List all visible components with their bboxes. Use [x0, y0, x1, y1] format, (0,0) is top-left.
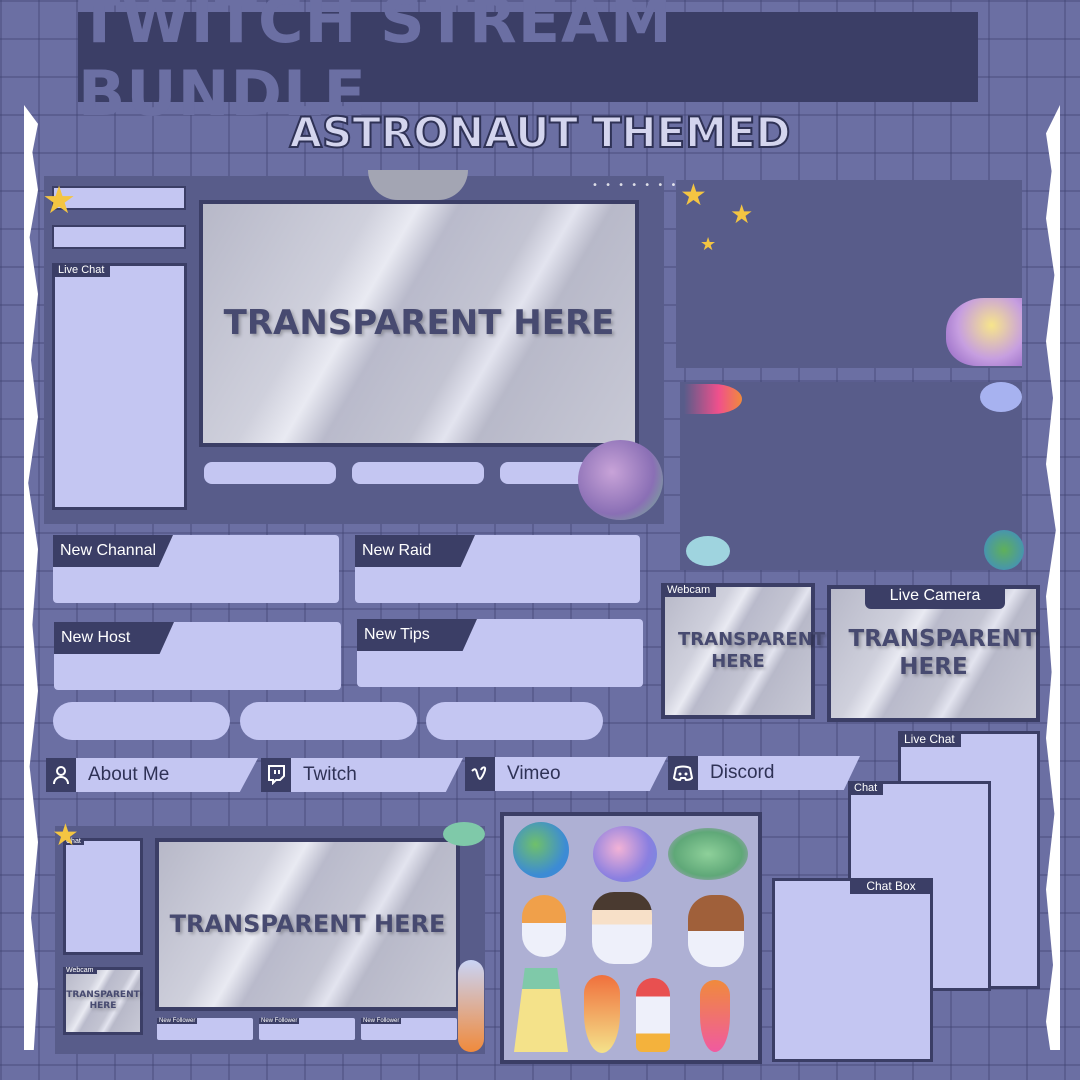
page-subtitle: ASTRONAUT THEMED — [288, 107, 791, 158]
alert-new-channal: New Channal — [53, 535, 339, 603]
webcam-small-label: Webcam — [661, 583, 717, 597]
mini-follower-label-1: New Follower — [157, 1018, 198, 1024]
stars-icon: ★ — [730, 200, 754, 230]
main-info-bar-2 — [352, 462, 484, 484]
ringed-planet-sticker — [578, 440, 663, 520]
torn-edge-right — [1046, 105, 1060, 1050]
main-info-bar-1 — [204, 462, 336, 484]
main-live-chat-box — [52, 263, 187, 510]
round-bar-2 — [240, 702, 417, 740]
meteor-sticker — [584, 975, 620, 1053]
mini-webcam-label: Webcam — [63, 967, 97, 974]
earth-sticker — [513, 822, 569, 878]
mini-chat-box — [63, 838, 143, 955]
earth-sticker — [984, 530, 1024, 570]
comet-sticker — [684, 384, 742, 414]
alert-new-raid: New Raid — [355, 535, 640, 603]
top-bar-2 — [52, 225, 186, 249]
webcam-live-camera: TRANSPARENT HERE — [827, 585, 1040, 722]
chat-box-panel — [772, 878, 933, 1062]
star-icon: ★ — [42, 178, 77, 222]
mini-screen: TRANSPARENT HERE — [155, 838, 460, 1011]
mini-webcam: TRANSPARENT HERE — [63, 967, 143, 1035]
alert-new-host: New Host — [54, 622, 341, 690]
brb-screen — [680, 382, 1022, 570]
torn-edge-left — [24, 105, 38, 1050]
page-title: TWITCH STREAM BUNDLE — [78, 0, 673, 130]
stars-icon: ★ — [700, 234, 717, 255]
chat-panel-label: Chat — [848, 781, 884, 795]
mini-follower-label-2: New Follower — [259, 1018, 300, 1024]
round-bar-3 — [426, 702, 603, 740]
ufo-beam-sticker — [514, 968, 568, 1052]
twitch-icon — [261, 758, 291, 792]
social-about-me: About Me — [46, 758, 258, 792]
vimeo-icon — [465, 757, 495, 791]
planet-sticker — [593, 826, 657, 882]
dots-decoration: • • • • • • • — [592, 180, 679, 191]
main-live-chat-label: Live Chat — [52, 263, 111, 277]
comet-sticker — [700, 980, 730, 1052]
webcam-small: TRANSPARENT HERE — [661, 583, 825, 719]
rocket-sticker — [636, 978, 670, 1052]
round-bar-1 — [53, 702, 230, 740]
mini-chat-label: Chat — [63, 838, 84, 845]
dog-astronaut-sticker — [688, 895, 744, 967]
ringed-planet-sticker — [668, 828, 748, 880]
live-camera-label: Live Camera — [865, 585, 1005, 609]
title-banner: TWITCH STREAM BUNDLE — [78, 0, 978, 130]
cat-astronaut-sticker — [522, 895, 566, 957]
mini-follower-label-3: New Follower — [361, 1018, 402, 1024]
stars-icon: ★ — [680, 178, 707, 213]
main-screen-text: TRANSPARENT HERE — [223, 303, 615, 344]
chat-box-panel-label: Chat Box — [850, 878, 932, 894]
astronaut-sticker — [592, 892, 652, 964]
social-vimeo: Vimeo — [465, 757, 667, 791]
star-icon: ★ — [52, 818, 79, 853]
planet-sticker — [980, 382, 1022, 412]
alert-new-tips: New Tips — [357, 619, 643, 687]
ufo-sticker — [946, 298, 1022, 366]
moon-sticker — [368, 170, 468, 200]
main-screen: TRANSPARENT HERE — [199, 200, 639, 447]
social-discord: Discord — [668, 756, 860, 790]
live-chat-panel-label: Live Chat — [898, 731, 961, 747]
ufo-sticker — [443, 822, 485, 846]
astronaut-ufo-sticker — [686, 536, 730, 566]
person-icon — [46, 758, 76, 792]
rocket-sticker — [458, 960, 484, 1052]
social-twitch: Twitch — [261, 758, 463, 792]
discord-icon — [668, 756, 698, 790]
top-bar-1 — [52, 186, 186, 210]
